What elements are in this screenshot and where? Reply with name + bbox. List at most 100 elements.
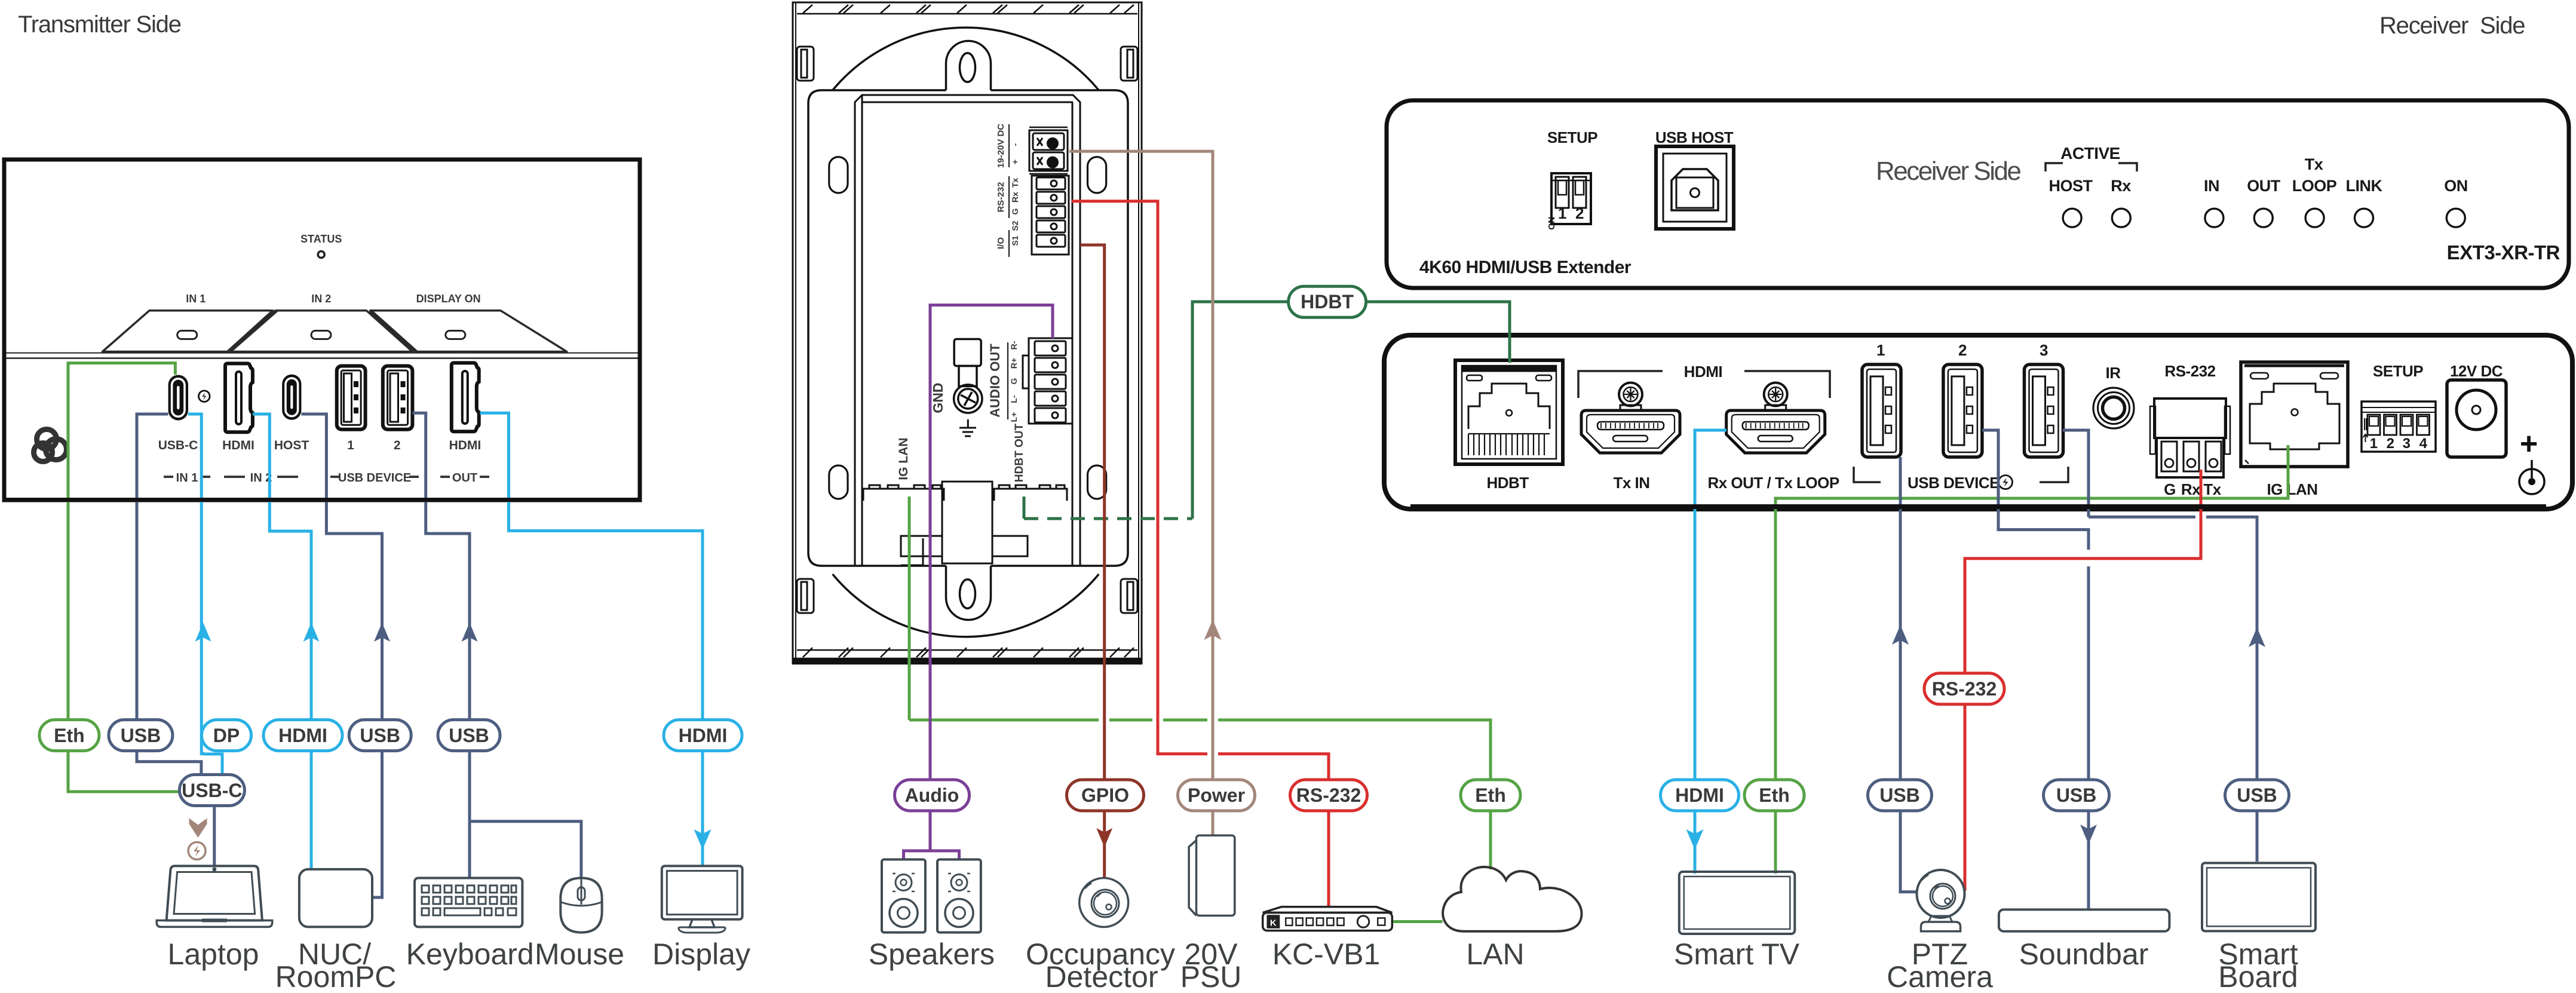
svg-text:HDMI: HDMI	[1684, 363, 1722, 381]
svg-text:HOST: HOST	[274, 439, 309, 452]
svg-text:K: K	[1270, 918, 1277, 928]
svg-text:ON: ON	[2444, 177, 2468, 195]
svg-text:4K60 HDMI/USB Extender: 4K60 HDMI/USB Extender	[1419, 258, 1632, 277]
svg-text:IN 1: IN 1	[186, 293, 206, 305]
svg-text:R-: R-	[1009, 341, 1019, 350]
svg-text:KC-VB1: KC-VB1	[1272, 937, 1381, 971]
svg-text:S1: S1	[1010, 235, 1020, 246]
svg-text:HOST: HOST	[2048, 177, 2093, 195]
svg-text:Keyboard: Keyboard	[406, 937, 534, 971]
svg-text:2: 2	[2387, 436, 2394, 452]
svg-text:SETUP: SETUP	[2373, 362, 2423, 380]
svg-text:R+: R+	[1009, 358, 1019, 369]
svg-text:IR: IR	[2106, 364, 2121, 382]
svg-text:USB: USB	[360, 725, 400, 746]
svg-text:Rx: Rx	[2111, 177, 2131, 195]
svg-text:19-20V DC: 19-20V DC	[996, 124, 1006, 168]
svg-text:1: 1	[347, 439, 354, 452]
svg-text:USB DEVICE: USB DEVICE	[338, 471, 411, 485]
svg-text:1: 1	[1876, 341, 1885, 359]
svg-text:EXT3-XR-TR: EXT3-XR-TR	[2447, 241, 2560, 263]
svg-text:3: 3	[2403, 436, 2411, 452]
svg-text:ON: ON	[1547, 217, 1557, 230]
svg-text:Tx IN: Tx IN	[1613, 474, 1649, 492]
svg-text:Mouse: Mouse	[535, 937, 624, 971]
svg-text:2: 2	[1958, 341, 1967, 359]
svg-text:+: +	[2520, 427, 2538, 461]
svg-text:2: 2	[394, 439, 401, 452]
svg-text:+: +	[1010, 160, 1020, 164]
svg-text:Smart TV: Smart TV	[1674, 937, 1800, 971]
svg-text:S2: S2	[1010, 220, 1020, 231]
svg-text:GND: GND	[930, 382, 946, 413]
svg-text:Laptop: Laptop	[168, 937, 259, 971]
svg-text:L+: L+	[1009, 412, 1019, 422]
svg-text:HDBT OUT: HDBT OUT	[1013, 424, 1026, 483]
svg-text:RS-232: RS-232	[1296, 784, 1361, 806]
svg-text:LINK: LINK	[2346, 177, 2383, 195]
svg-text:HDMI: HDMI	[278, 725, 327, 746]
svg-text:Board: Board	[2218, 960, 2298, 993]
svg-text:2: 2	[1575, 204, 1584, 222]
svg-text:USB: USB	[2056, 784, 2097, 806]
svg-text:Eth: Eth	[1759, 784, 1790, 806]
svg-text:IN: IN	[2204, 177, 2219, 195]
svg-text:HDBT: HDBT	[1486, 474, 1529, 492]
svg-text:OUT: OUT	[452, 471, 477, 485]
svg-text:LOOP: LOOP	[2292, 177, 2337, 195]
svg-text:Receiver Side: Receiver Side	[2379, 13, 2525, 39]
svg-text:HDMI: HDMI	[1675, 784, 1724, 806]
svg-text:I/O: I/O	[996, 237, 1006, 249]
svg-text:ACTIVE: ACTIVE	[2060, 144, 2120, 163]
svg-text:USB: USB	[1879, 784, 1920, 806]
svg-text:Eth: Eth	[1475, 784, 1506, 806]
svg-text:G: G	[1009, 378, 1019, 384]
svg-text:4: 4	[2419, 436, 2428, 452]
svg-text:Eth: Eth	[54, 725, 85, 746]
svg-text:DISPLAY ON: DISPLAY ON	[416, 293, 481, 305]
svg-text:G: G	[1010, 208, 1020, 214]
svg-text:USB: USB	[449, 725, 489, 746]
svg-text:Power: Power	[1188, 784, 1245, 806]
svg-text:HDMI: HDMI	[679, 725, 728, 746]
svg-text:HDMI: HDMI	[222, 439, 254, 452]
svg-text:Display: Display	[652, 937, 750, 971]
svg-text:HDBT: HDBT	[1301, 291, 1354, 312]
svg-text:Detector: Detector	[1045, 960, 1158, 993]
svg-text:IG LAN: IG LAN	[2267, 480, 2317, 498]
svg-text:Receiver Side: Receiver Side	[1876, 157, 2020, 186]
svg-text:Transmitter Side: Transmitter Side	[18, 11, 181, 38]
svg-text:RS-232: RS-232	[2164, 362, 2215, 380]
svg-text:20V: 20V	[1185, 937, 1238, 971]
svg-text:PTZ: PTZ	[1912, 937, 1968, 971]
svg-text:USB HOST: USB HOST	[1655, 128, 1734, 146]
svg-text:USB DEVICE: USB DEVICE	[1908, 474, 2000, 492]
svg-text:Camera: Camera	[1887, 960, 1993, 993]
svg-text:Tx: Tx	[2305, 155, 2323, 173]
svg-text:USB: USB	[2237, 784, 2277, 806]
svg-text:OUT: OUT	[2247, 177, 2281, 195]
svg-text:USB-C: USB-C	[158, 439, 198, 452]
svg-text:1: 1	[1558, 204, 1566, 222]
svg-text:Rx OUT / Tx LOOP: Rx OUT / Tx LOOP	[1707, 474, 1839, 492]
svg-text:SETUP: SETUP	[1547, 128, 1597, 146]
svg-text:IN 1: IN 1	[176, 471, 198, 485]
svg-text:3: 3	[2040, 341, 2048, 359]
svg-text:HDMI: HDMI	[449, 439, 482, 452]
svg-text:Rx: Rx	[1010, 192, 1020, 203]
svg-text:12V DC: 12V DC	[2450, 362, 2503, 380]
svg-text:USB: USB	[121, 725, 161, 746]
svg-text:IG LAN: IG LAN	[897, 437, 910, 480]
svg-text:IN 2: IN 2	[311, 293, 331, 305]
svg-text:Soundbar: Soundbar	[2019, 937, 2149, 971]
svg-text:GPIO: GPIO	[1081, 784, 1129, 806]
svg-text:IN 2: IN 2	[250, 471, 272, 485]
svg-text:Speakers: Speakers	[869, 937, 995, 971]
svg-text:Tx: Tx	[1010, 178, 1020, 188]
svg-text:NUC/: NUC/	[298, 937, 371, 971]
svg-text:Tx: Tx	[2203, 480, 2221, 498]
svg-text:DP: DP	[213, 725, 240, 746]
svg-text:Rx: Rx	[2181, 480, 2201, 498]
svg-text:-: -	[1010, 143, 1020, 146]
svg-text:1: 1	[2370, 436, 2378, 452]
